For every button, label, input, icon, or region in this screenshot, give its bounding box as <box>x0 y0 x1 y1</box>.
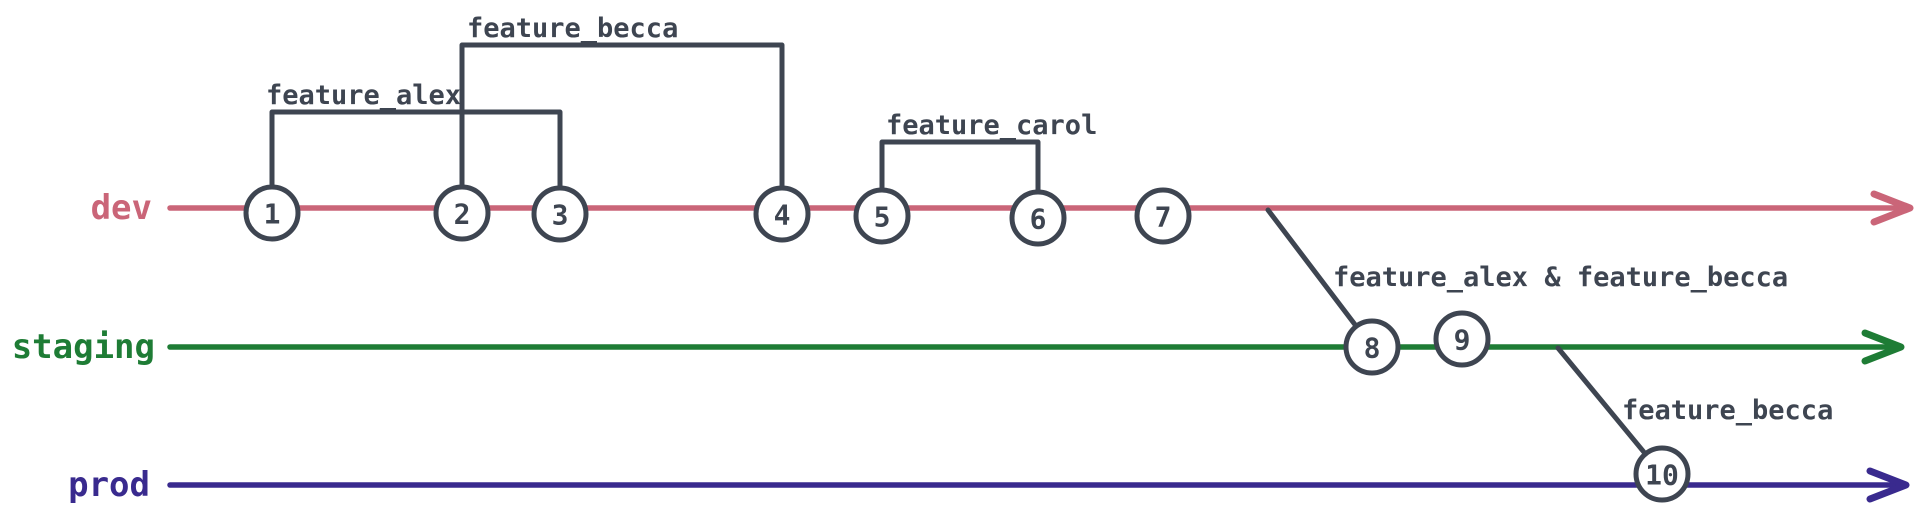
commit-circle <box>1009 189 1067 247</box>
branch-staging: staging <box>12 327 1905 367</box>
commit-node-1: 1 <box>243 184 301 242</box>
commit-node-6: 6 <box>1009 189 1067 247</box>
commit-number: 9 <box>1454 324 1471 357</box>
commit-number: 2 <box>454 198 471 231</box>
commit-number: 7 <box>1155 201 1172 234</box>
branch-label-prod: prod <box>68 465 150 505</box>
commit-node-8: 8 <box>1343 318 1401 376</box>
merge-10: feature_becca <box>1555 345 1833 477</box>
commit-circle <box>243 184 301 242</box>
commit-node-4: 4 <box>753 185 811 243</box>
merge-8: feature_alex & feature_becca <box>1265 207 1788 350</box>
feature-bracket-label: feature_alex <box>266 80 461 111</box>
arrowhead-icon-staging <box>1861 329 1905 365</box>
commit-node-3: 3 <box>531 185 589 243</box>
commit-node-5: 5 <box>853 187 911 245</box>
commit-number: 10 <box>1645 459 1679 492</box>
commit-number: 6 <box>1030 203 1047 236</box>
merge-label: feature_becca <box>1622 395 1833 426</box>
commit-number: 3 <box>552 199 569 232</box>
commit-circle <box>1633 445 1691 503</box>
feature-bracket-path <box>879 139 1041 221</box>
feature-bracket-feature_carol: feature_carol <box>879 110 1097 221</box>
feature-bracket-path <box>459 42 785 217</box>
commit-circle <box>753 185 811 243</box>
commit-number: 1 <box>264 198 281 231</box>
commit-node-2: 2 <box>433 184 491 242</box>
branch-label-staging: staging <box>12 327 155 367</box>
merge-label: feature_alex & feature_becca <box>1333 262 1788 293</box>
commit-circle <box>1343 318 1401 376</box>
commit-node-10: 10 <box>1633 445 1691 503</box>
commit-circle <box>433 184 491 242</box>
commit-node-7: 7 <box>1134 187 1192 245</box>
commit-node-9: 9 <box>1433 310 1491 368</box>
commit-number: 5 <box>874 201 891 234</box>
commit-circle <box>1134 187 1192 245</box>
feature-bracket-path <box>269 109 563 217</box>
branch-label-dev: dev <box>91 188 152 228</box>
feature-bracket-feature_becca: feature_becca <box>459 13 785 217</box>
branch-dev: dev <box>91 188 1914 228</box>
arrowhead-icon-dev <box>1870 190 1914 226</box>
commit-number: 8 <box>1364 332 1381 365</box>
merge-diagonal <box>1265 207 1375 350</box>
feature-bracket-label: feature_becca <box>467 13 678 44</box>
commit-circle <box>1433 310 1491 368</box>
commit-number: 4 <box>774 199 791 232</box>
branch-prod: prod <box>68 465 1910 505</box>
feature-bracket-label: feature_carol <box>886 110 1097 141</box>
feature-bracket-feature_alex: feature_alex <box>266 80 563 217</box>
commit-circle <box>853 187 911 245</box>
commit-circle <box>531 185 589 243</box>
arrowhead-icon-prod <box>1866 467 1910 503</box>
